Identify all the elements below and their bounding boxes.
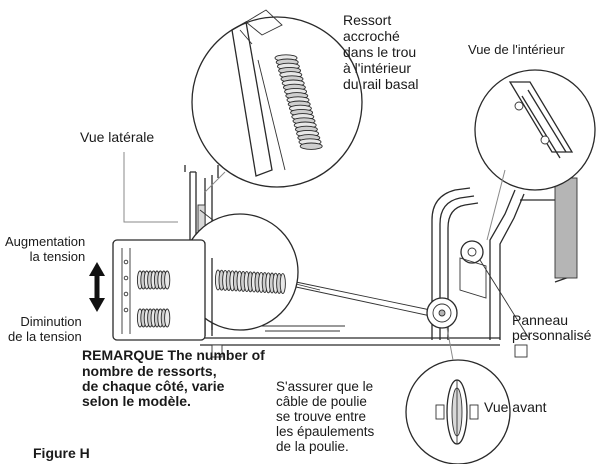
pulley-note-line-4: les épaulements	[276, 424, 375, 439]
pulley-note-line-5: de la poulie.	[276, 439, 349, 454]
inside-view-label: Vue de l'intérieur	[468, 42, 565, 57]
side-spring-icon	[214, 269, 286, 295]
custom-panel-line-2: personnalisé	[512, 327, 592, 343]
side-view-leader	[123, 152, 178, 223]
top-spring-icon	[274, 54, 323, 150]
note-line-3: selon le modèle.	[82, 393, 191, 409]
note-overlap-text: REMARQUE The number of	[82, 347, 265, 363]
custom-panel-label: Panneau personnalisé	[512, 313, 591, 343]
spring-hooked-line-5: du rail basal	[343, 76, 419, 92]
increase-tension-label: Augmentation la tension	[5, 234, 85, 264]
decrease-tension-label: Diminution de la tension	[8, 314, 82, 344]
side-view-circle	[181, 213, 321, 331]
spring-hooked-line-2: accroché	[343, 28, 400, 44]
custom-panel-line-1: Panneau	[512, 312, 569, 328]
spring-detail-circle	[191, 9, 363, 188]
tension-double-arrow-icon	[89, 262, 105, 312]
spring-hooked-line-3: dans le trou	[343, 44, 417, 60]
increase-tension-line-1: Augmentation	[5, 234, 86, 249]
decrease-tension-line-1: Diminution	[20, 314, 82, 329]
note-line-2: de chaque côté, varie	[82, 378, 225, 394]
top-spring-icon-coil	[299, 142, 323, 150]
figure-label: Figure H	[33, 445, 90, 461]
tension-spring-lower-icon-coil	[164, 308, 171, 328]
front-view-circle	[405, 327, 511, 464]
pulley-assembly	[426, 240, 487, 329]
tension-detail	[112, 239, 206, 341]
tension-spring-lower-icon	[136, 308, 171, 328]
note-block: REMARQUE The number of nombre de ressort…	[82, 348, 265, 409]
pulley-note-line-1: S'assurer que le	[276, 379, 374, 394]
spring-detail-leader	[204, 171, 226, 193]
tension-spring-upper-icon-coil	[164, 270, 171, 290]
increase-tension-line-2: la tension	[29, 249, 86, 264]
spring-hooked-label: Ressort accroché dans le trou à l'intéri…	[343, 12, 419, 92]
note-line-1: nombre de ressorts,	[82, 363, 217, 379]
side-spring-icon-coil	[279, 273, 286, 295]
spring-hooked-line-4: à l'intérieur	[343, 60, 412, 76]
tension-spring-upper-icon	[136, 270, 171, 290]
pulley-note: S'assurer que le câble de poulie se trou…	[276, 379, 374, 454]
decrease-tension-line-2: de la tension	[8, 329, 82, 344]
front-view-label: Vue avant	[484, 399, 547, 415]
inside-view-circle	[474, 69, 596, 241]
pulley-note-line-3: se trouve entre	[276, 409, 367, 424]
note-overlap-line: REMARQUE The number of	[82, 348, 265, 364]
pulley-note-line-2: câble de poulie	[276, 394, 367, 409]
side-view-label: Vue latérale	[80, 129, 155, 145]
spring-hooked-line-1: Ressort	[343, 12, 392, 28]
